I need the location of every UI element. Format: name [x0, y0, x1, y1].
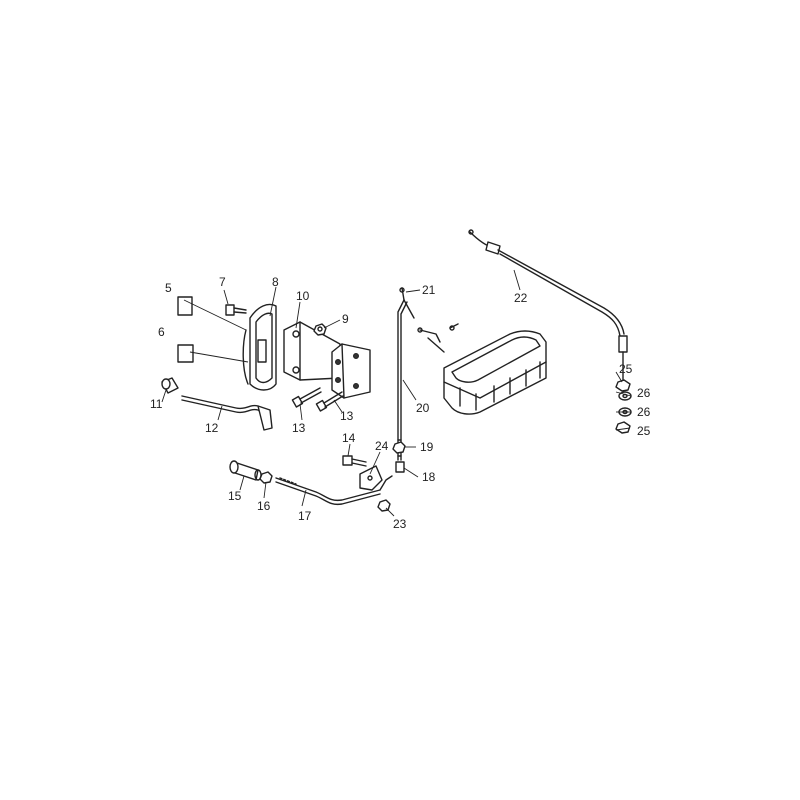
part-7-screw[interactable] [225, 304, 247, 316]
callout-15: 15 [228, 489, 242, 503]
callout-20: 20 [416, 401, 430, 415]
callout-23: 23 [393, 517, 407, 531]
part-12-bent-rod[interactable] [181, 395, 273, 431]
callout-5: 5 [165, 281, 172, 295]
callout-11: 11 [150, 397, 163, 411]
part-16-nut[interactable] [259, 471, 273, 484]
part-8-lamp-housing[interactable] [242, 303, 277, 391]
part-25-nut-bottom[interactable] [615, 421, 631, 434]
mounting-block [331, 343, 371, 399]
callout-25b: 25 [637, 424, 651, 438]
callout-21: 21 [422, 283, 436, 297]
part-14-bolt[interactable] [342, 455, 367, 467]
part-11-sleeve[interactable] [161, 377, 179, 394]
callout-13b: 13 [340, 409, 354, 423]
callout-16: 16 [257, 499, 271, 513]
part-21-clip[interactable] [399, 287, 405, 301]
callout-13a: 13 [292, 421, 306, 435]
callout-8: 8 [272, 275, 279, 289]
callout-26a: 26 [637, 386, 651, 400]
part-15-grip[interactable] [229, 460, 262, 481]
part-25-nut-top[interactable] [615, 379, 631, 392]
part-13-bolt-b[interactable] [315, 391, 344, 412]
callout-14: 14 [342, 431, 356, 445]
tray-basin[interactable] [443, 330, 547, 415]
callout-12: 12 [205, 421, 219, 435]
part-20-rod[interactable] [397, 299, 415, 461]
leader-lines [161, 269, 632, 517]
part-18-connector[interactable] [395, 461, 405, 473]
callout-10: 10 [296, 289, 310, 303]
callouts: 5 6 7 8 9 10 11 12 13 13 14 15 16 17 18 … [150, 275, 651, 531]
part-24-bracket[interactable] [359, 465, 383, 491]
linkage-pins [417, 323, 459, 353]
part-17-control-rod[interactable] [275, 475, 393, 506]
part-6-label-decal[interactable] [177, 344, 194, 363]
part-23-nut[interactable] [377, 499, 391, 512]
callout-17: 17 [298, 509, 312, 523]
part-22-cable[interactable] [468, 229, 628, 381]
callout-22: 22 [514, 291, 528, 305]
part-19-nut[interactable] [392, 441, 406, 454]
callout-24: 24 [375, 439, 389, 453]
part-5-label-decal[interactable] [177, 296, 193, 316]
callout-26b: 26 [637, 405, 651, 419]
callout-7: 7 [219, 275, 226, 289]
callout-9: 9 [342, 312, 349, 326]
callout-6: 6 [158, 325, 165, 339]
callout-25a: 25 [619, 362, 633, 376]
callout-19: 19 [420, 440, 434, 454]
part-9-nut[interactable] [313, 323, 327, 336]
callout-18: 18 [422, 470, 436, 484]
